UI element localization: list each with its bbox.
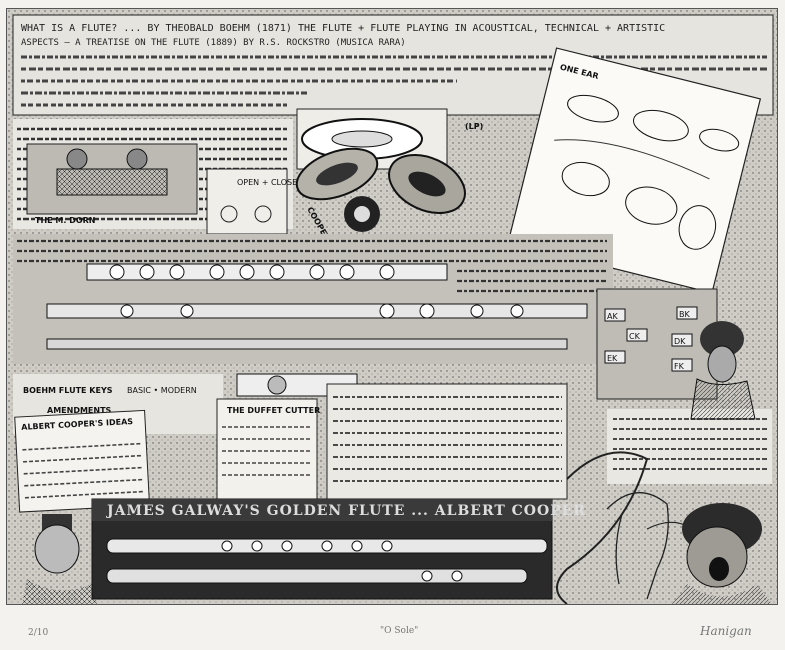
key-label-fk: FK [674,362,685,371]
label-basic-modern: BASIC • MODERN [127,386,197,395]
etching-artwork: WHAT IS A FLUTE? ... BY THEOBALD BOEHM (… [7,9,777,604]
shouting-figure-bottom-right [672,503,772,604]
text-block-right [607,409,772,484]
flute-section-1 [86,263,448,281]
key-label-ck: CK [629,332,641,341]
galway-banner: JAMES GALWAY'S GOLDEN FLUTE ... ALBERT C… [105,503,586,519]
albert-cooper-panel: ALBERT COOPER'S IDEAS [14,409,151,513]
key-label-dk: DK [674,337,686,346]
artist-signature: Hanigan [700,624,752,638]
key-label-ak: AK [607,312,618,321]
flute-case: JAMES GALWAY'S GOLDEN FLUTE ... ALBERT C… [91,498,586,600]
label-lp: (LP) [465,122,483,131]
snake-ribbon [556,451,649,604]
label-duffet: THE DUFFET CUTTER [227,406,320,415]
rotated-diagram-sheet: ONE EAR [507,47,762,294]
fez-figure-bottom-left [22,514,97,604]
flute-section-2 [46,303,588,319]
header-line-2: ASPECTS — A TREATISE ON THE FLUTE (1889)… [21,38,406,48]
notes-panel-center [326,383,568,500]
label-modern: THE M. DORN [35,216,95,225]
label-amendments: AMENDMENTS [47,406,112,415]
header-line-1: WHAT IS A FLUTE? ... BY THEOBALD BOEHM (… [21,23,665,34]
key-mechanism-drawing: OPEN + CLOSED [26,143,303,235]
duffet-cutter-panel: THE DUFFET CUTTER [216,398,320,500]
key-label-bk: BK [679,310,690,319]
label-boehm-keys: BOEHM FLUTE KEYS [23,386,113,395]
label-open-closed: OPEN + CLOSED [237,178,303,187]
print-title: "O Sole" [380,626,419,636]
etching-plate: WHAT IS A FLUTE? ... BY THEOBALD BOEHM (… [6,8,778,605]
edition-number: 2/10 [28,628,49,638]
key-label-ek: EK [607,354,618,363]
middle-text-lines [17,239,607,293]
flute-section-3 [46,338,568,397]
turbaned-figure-upper-right [690,321,756,420]
